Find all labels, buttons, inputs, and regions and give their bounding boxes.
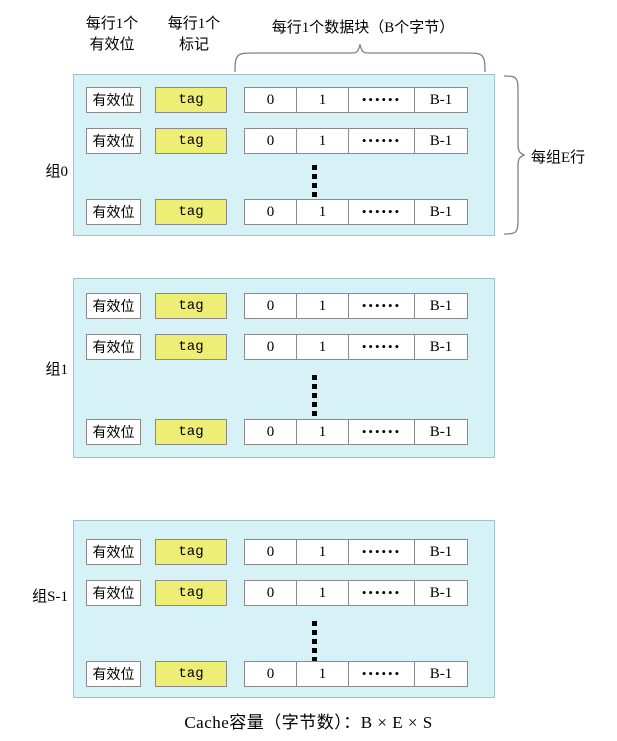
data-byte-cell: 0: [244, 87, 296, 113]
valid-bit-box: 有效位: [86, 539, 141, 565]
header-label-valid-bit: 每行1个 有效位: [85, 16, 139, 53]
data-byte-cell: 1: [296, 87, 348, 113]
data-byte-cell: 0: [244, 334, 296, 360]
data-byte-cell: 0: [244, 199, 296, 225]
data-byte-cell: 1: [296, 293, 348, 319]
data-byte-ellipsis: ••••••: [348, 199, 414, 225]
data-block: 0 1 •••••• B-1: [244, 199, 468, 225]
data-byte-cell: 0: [244, 293, 296, 319]
data-byte-cell: 1: [296, 199, 348, 225]
tag-box: tag: [155, 128, 227, 154]
data-byte-cell: B-1: [414, 419, 468, 445]
data-byte-ellipsis: ••••••: [348, 128, 414, 154]
data-byte-cell: 0: [244, 419, 296, 445]
data-block: 0 1 •••••• B-1: [244, 419, 468, 445]
cache-set-1: 有效位 tag 0 1 •••••• B-1 有效位 tag 0 1 •••••…: [73, 278, 495, 458]
data-byte-cell: 0: [244, 539, 296, 565]
data-byte-cell: 1: [296, 539, 348, 565]
data-byte-cell: B-1: [414, 199, 468, 225]
valid-bit-box: 有效位: [86, 87, 141, 113]
data-byte-cell: 1: [296, 580, 348, 606]
data-byte-cell: B-1: [414, 293, 468, 319]
cache-line-row: 有效位 tag 0 1 •••••• B-1: [86, 419, 468, 445]
set-label-s-minus-1: 组S-1: [32, 589, 68, 605]
tag-box: tag: [155, 334, 227, 360]
lines-per-set-label: 每组E行: [531, 150, 586, 166]
data-byte-ellipsis: ••••••: [348, 87, 414, 113]
data-byte-cell: 1: [296, 128, 348, 154]
data-byte-cell: 0: [244, 128, 296, 154]
valid-bit-box: 有效位: [86, 580, 141, 606]
tag-box: tag: [155, 419, 227, 445]
data-block: 0 1 •••••• B-1: [244, 87, 468, 113]
data-block: 0 1 •••••• B-1: [244, 580, 468, 606]
data-byte-cell: B-1: [414, 580, 468, 606]
cache-line-row: 有效位 tag 0 1 •••••• B-1: [86, 580, 468, 606]
data-byte-cell: B-1: [414, 87, 468, 113]
data-block: 0 1 •••••• B-1: [244, 661, 468, 687]
data-byte-ellipsis: ••••••: [348, 580, 414, 606]
valid-bit-box: 有效位: [86, 199, 141, 225]
cache-line-row: 有效位 tag 0 1 •••••• B-1: [86, 661, 468, 687]
valid-bit-box: 有效位: [86, 661, 141, 687]
vertical-ellipsis: [312, 375, 317, 420]
cache-line-row: 有效位 tag 0 1 •••••• B-1: [86, 334, 468, 360]
valid-bit-box: 有效位: [86, 293, 141, 319]
data-byte-ellipsis: ••••••: [348, 539, 414, 565]
tag-box: tag: [155, 580, 227, 606]
data-byte-ellipsis: ••••••: [348, 661, 414, 687]
tag-box: tag: [155, 199, 227, 225]
data-byte-cell: 1: [296, 334, 348, 360]
cache-set-0: 有效位 tag 0 1 •••••• B-1 有效位 tag 0 1 •••••…: [73, 74, 495, 236]
data-block: 0 1 •••••• B-1: [244, 539, 468, 565]
data-byte-cell: 0: [244, 661, 296, 687]
tag-box: tag: [155, 293, 227, 319]
cache-capacity-caption: Cache容量（字节数）：B × E × S: [184, 713, 433, 732]
cache-line-row: 有效位 tag 0 1 •••••• B-1: [86, 199, 468, 225]
tag-box: tag: [155, 87, 227, 113]
cache-line-row: 有效位 tag 0 1 •••••• B-1: [86, 87, 468, 113]
data-block-brace-icon: [234, 44, 486, 72]
data-byte-cell: 1: [296, 661, 348, 687]
tag-box: tag: [155, 661, 227, 687]
data-byte-cell: B-1: [414, 334, 468, 360]
valid-bit-box: 有效位: [86, 334, 141, 360]
data-byte-ellipsis: ••••••: [348, 419, 414, 445]
lines-per-set-brace-icon: [503, 75, 526, 235]
data-byte-cell: 1: [296, 419, 348, 445]
valid-bit-box: 有效位: [86, 419, 141, 445]
vertical-ellipsis: [312, 621, 317, 666]
tag-box: tag: [155, 539, 227, 565]
data-byte-ellipsis: ••••••: [348, 334, 414, 360]
data-byte-ellipsis: ••••••: [348, 293, 414, 319]
data-block: 0 1 •••••• B-1: [244, 334, 468, 360]
valid-bit-box: 有效位: [86, 128, 141, 154]
data-byte-cell: 0: [244, 580, 296, 606]
data-byte-cell: B-1: [414, 539, 468, 565]
cache-set-s-minus-1: 有效位 tag 0 1 •••••• B-1 有效位 tag 0 1 •••••…: [73, 520, 495, 698]
data-block: 0 1 •••••• B-1: [244, 128, 468, 154]
cache-line-row: 有效位 tag 0 1 •••••• B-1: [86, 293, 468, 319]
data-byte-cell: B-1: [414, 661, 468, 687]
set-label-1: 组1: [45, 362, 68, 378]
data-block: 0 1 •••••• B-1: [244, 293, 468, 319]
header-label-data-block: 每行1个数据块（B个字节）: [271, 20, 455, 36]
cache-line-row: 有效位 tag 0 1 •••••• B-1: [86, 128, 468, 154]
cache-line-row: 有效位 tag 0 1 •••••• B-1: [86, 539, 468, 565]
data-byte-cell: B-1: [414, 128, 468, 154]
header-label-tag: 每行1个 标记: [167, 16, 221, 53]
set-label-0: 组0: [45, 164, 68, 180]
